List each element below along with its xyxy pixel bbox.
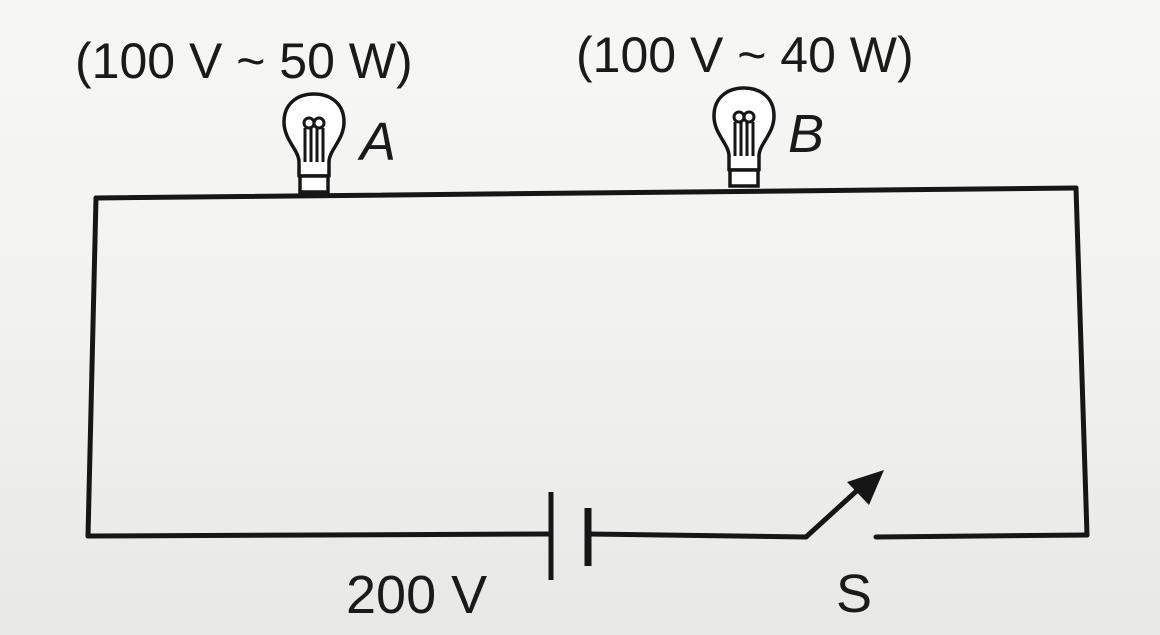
switch-symbol (803, 470, 884, 540)
bulb-b-label: B (788, 104, 824, 164)
switch-lever (803, 483, 865, 540)
bulb-a-glass (282, 92, 346, 178)
right-wire (1073, 185, 1090, 538)
battery-symbol (548, 492, 592, 580)
circuit-wires (85, 185, 1090, 540)
bulb-a-icon (282, 92, 346, 194)
bottom-wire-right (873, 532, 1090, 540)
bottom-wire-left (85, 531, 554, 539)
bulb-b-filament (732, 110, 756, 156)
bulb-a-rating: (100 V ~ 50 W) (75, 33, 413, 89)
bulb-a-label: A (357, 112, 396, 172)
bulb-b-glass (712, 86, 776, 172)
top-wire (93, 185, 1079, 201)
bulb-b-rating: (100 V ~ 40 W) (576, 27, 914, 83)
switch-arrowhead (847, 470, 884, 505)
bulb-b-base (728, 168, 760, 188)
battery-label: 200 V (346, 565, 487, 625)
bottom-wire-middle (585, 531, 809, 540)
bulb-a-filament (302, 116, 326, 162)
left-wire (85, 195, 99, 539)
bulb-a-base (298, 174, 330, 194)
bulb-b-icon (712, 86, 776, 188)
switch-label: S (836, 564, 872, 624)
